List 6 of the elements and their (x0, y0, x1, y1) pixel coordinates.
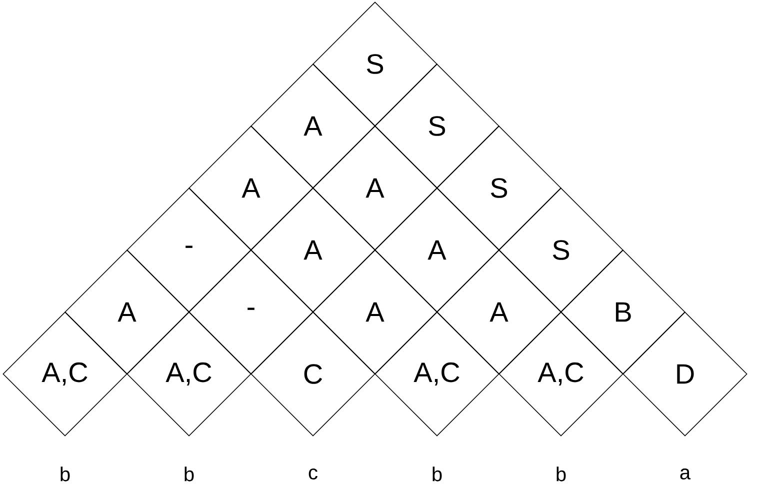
column-label: b (432, 466, 442, 482)
column-label: b (184, 466, 194, 482)
column-label: b (556, 466, 566, 482)
column-label: b (60, 466, 70, 482)
column-label: a (680, 468, 691, 480)
column-label: c (308, 468, 318, 480)
